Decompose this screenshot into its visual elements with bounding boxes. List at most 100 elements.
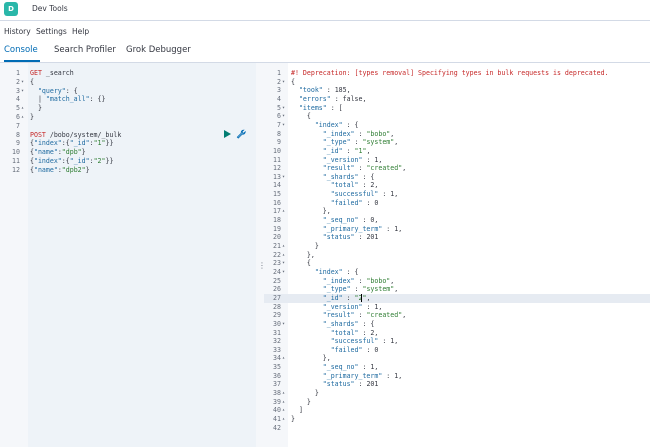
line-number: 28 [273,302,281,311]
fold-toggle-icon[interactable]: ▴ [282,243,286,249]
line-number: 41 [273,415,281,423]
line-number: 40 [273,406,281,415]
response-line[interactable]: 2▾{ [264,78,650,87]
response-line[interactable]: 31 "total" : 2, [264,329,650,338]
code-text: "_version" : 1, [322,302,383,311]
fold-toggle-icon[interactable]: ▾ [21,87,25,94]
code-text: "failed" : 0 [330,345,379,354]
fold-toggle-icon[interactable]: ▾ [282,320,286,327]
response-line[interactable]: 28 "_version" : 1, [264,303,650,312]
response-line[interactable]: 27 "_id" : "2", [264,293,650,303]
menu-settings[interactable]: Settings [36,27,67,36]
vertical-ellipsis-icon[interactable]: ⋮ [258,261,266,270]
fold-toggle-icon[interactable]: ▴ [282,251,286,258]
response-line[interactable]: 19 "_primary_term" : 1, [264,225,650,234]
response-line[interactable]: 8 "_index" : "bobo", [264,130,650,139]
fold-toggle-icon[interactable]: ▴ [282,208,286,215]
response-line[interactable]: 40▴ ] [264,406,650,415]
response-line[interactable]: 33 "failed" : 0 [264,346,650,355]
fold-toggle-icon[interactable]: ▴ [282,390,286,397]
response-line[interactable]: 25 "_index" : "bobo", [264,277,650,286]
fold-toggle-icon[interactable]: ▾ [282,78,286,85]
fold-toggle-icon[interactable]: ▴ [21,114,25,120]
fold-toggle-icon[interactable]: ▾ [282,260,286,267]
fold-toggle-icon[interactable]: ▴ [282,398,286,405]
response-line[interactable]: 11 "_version" : 1, [264,156,650,165]
app-logo[interactable]: D [4,2,18,16]
tab-search-profiler[interactable]: Search Profiler [54,45,116,55]
response-line[interactable]: 38▴ } [264,389,650,398]
fold-toggle-icon[interactable]: ▴ [282,407,286,414]
response-line[interactable]: 6▾ { [264,112,650,121]
response-line[interactable]: 36 "_primary_term" : 1, [264,372,650,381]
fold-toggle-icon[interactable]: ▾ [21,78,25,85]
request-line[interactable]: 2▾{ [0,78,255,87]
line-number: 10 [12,148,20,157]
response-line[interactable]: 9 "_type" : "system", [264,138,650,147]
fold-toggle-icon[interactable]: ▾ [282,173,286,180]
fold-toggle-icon[interactable]: ▾ [282,268,286,275]
response-line[interactable]: 21▴ } [264,242,650,251]
code-text: "index" : { [314,267,359,276]
response-line[interactable]: 12 "result" : "created", [264,164,650,173]
menu-help[interactable]: Help [72,27,90,36]
fold-toggle-icon[interactable]: ▾ [282,113,286,120]
request-line[interactable]: 11{"index":{"_id":"2"}} [0,157,255,166]
menu-history[interactable]: History [4,27,31,36]
response-line[interactable]: 14 "total" : 2, [264,181,650,190]
response-line[interactable]: 7▾ "index" : { [264,121,650,130]
response-line[interactable]: 34▴ }, [264,354,650,363]
response-line[interactable]: 3 "took" : 185, [264,86,650,95]
code-text: "_type" : "system", [322,138,399,147]
play-icon[interactable] [222,129,232,139]
response-line[interactable]: 23▾ { [264,259,650,268]
response-line[interactable]: 15 "successful" : 1, [264,190,650,199]
response-line[interactable]: 41▴} [264,415,650,424]
response-line[interactable]: 35 "_seq_no" : 1, [264,363,650,372]
line-number: 12 [12,165,20,174]
response-line[interactable]: 42 [264,424,650,433]
response-line[interactable]: 30▾ "_shards" : { [264,320,650,329]
response-line[interactable]: 32 "successful" : 1, [264,337,650,346]
request-line[interactable]: 9{"index":{"_id":"1"}} [0,139,255,148]
fold-toggle-icon[interactable]: ▴ [282,416,286,422]
response-line[interactable]: 4 "errors" : false, [264,95,650,104]
fold-toggle-icon[interactable]: ▴ [21,105,25,112]
response-line[interactable]: 20 "status" : 201 [264,233,650,242]
request-line[interactable]: 10{"name":"dpb"} [0,148,255,157]
line-number: 6 [277,112,281,121]
wrench-icon[interactable] [236,129,246,139]
response-line[interactable]: 10 "_id" : "1", [264,147,650,156]
request-line[interactable]: 3▾ "query": { [0,87,255,96]
response-line[interactable]: 24▾ "index" : { [264,268,650,277]
code-text: "items" : [ [298,103,343,112]
response-line[interactable]: 37 "status" : 201 [264,380,650,389]
response-line[interactable]: 16 "failed" : 0 [264,199,650,208]
response-line[interactable]: 22▴ }, [264,251,650,260]
response-line[interactable]: 13▾ "_shards" : { [264,173,650,182]
request-line[interactable]: 12{"name":"dpb2"} [0,166,255,175]
response-line[interactable]: 26 "_type" : "system", [264,285,650,294]
response-line[interactable]: 39▴ } [264,398,650,407]
line-number: 35 [273,363,281,372]
request-line[interactable]: 4 | "match_all": {} [0,95,255,104]
response-line[interactable]: 29 "result" : "created", [264,311,650,320]
request-line[interactable]: 5▴ } [0,104,255,113]
response-line[interactable]: 1#! Deprecation: [types removal] Specify… [264,69,650,78]
fold-toggle-icon[interactable]: ▾ [282,121,286,128]
fold-toggle-icon[interactable]: ▴ [282,355,286,362]
line-number: 30 [273,319,281,328]
response-line[interactable]: 5▾ "items" : [ [264,104,650,113]
request-line[interactable]: 7 [0,122,255,131]
tab-console[interactable]: Console [4,45,38,55]
pane-resizer[interactable] [256,63,264,447]
request-line[interactable]: 6▴} [0,113,255,122]
response-viewer[interactable]: 1#! Deprecation: [types removal] Specify… [264,63,650,447]
response-line[interactable]: 17▴ }, [264,207,650,216]
response-line[interactable]: 18 "_seq_no" : 0, [264,216,650,225]
fold-toggle-icon[interactable]: ▾ [282,104,286,111]
tab-grok-debugger[interactable]: Grok Debugger [126,45,191,55]
